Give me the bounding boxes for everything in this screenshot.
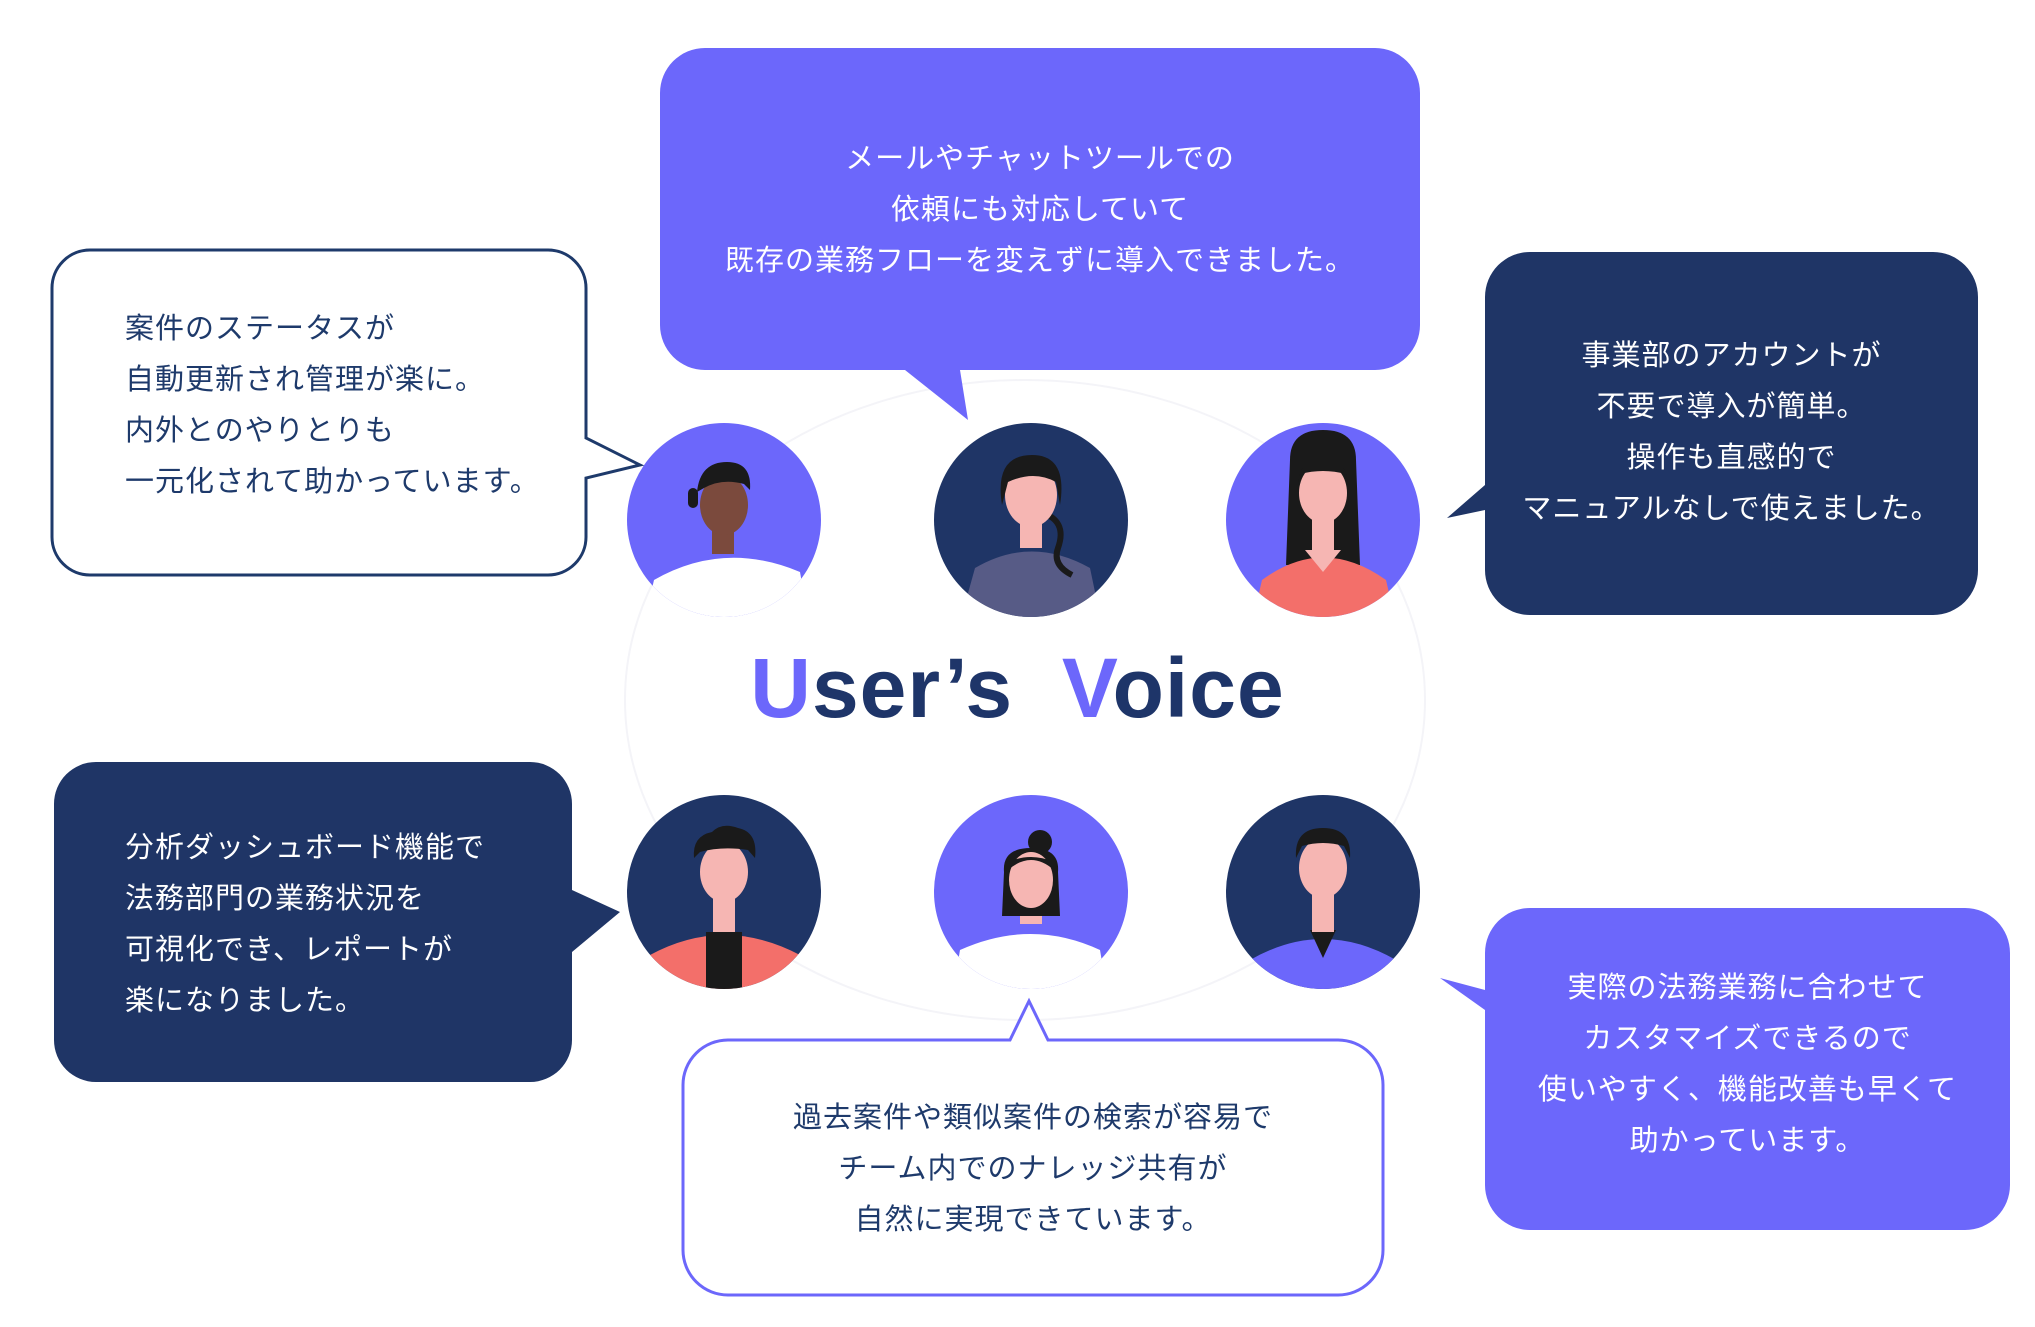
voice-line: 助かっています。 <box>1629 1123 1866 1157</box>
voice-top-center-text: メールやチャットツールでの 依頼にも対応していて 既存の業務フローを変えずに導入… <box>660 133 1420 286</box>
bubble-bottom-center <box>681 997 1385 1297</box>
voice-line: 使いやすく、機能改善も早くて <box>1537 1072 1958 1106</box>
bubble-top-left <box>50 248 645 577</box>
bubble-bottom-right <box>1440 908 2010 1230</box>
voice-line: マニュアルなしで使えました。 <box>1522 491 1941 525</box>
voice-line: 実際の法務業務に合わせて <box>1567 970 1928 1004</box>
title-user-rest: ser’s <box>811 641 1014 735</box>
voice-line: 不要で導入が簡単。 <box>1596 389 1867 423</box>
voice-line: 内外とのやりとりも <box>125 413 395 447</box>
avatar-man-coral-jacket <box>627 795 821 989</box>
voice-top-left-text: 案件のステータスが 自動更新され管理が楽に。 内外とのやりとりも 一元化されて助… <box>125 303 540 507</box>
voice-line: 過去案件や類似案件の検索が容易で <box>792 1100 1273 1134</box>
bubble-bottom-left <box>54 762 620 1082</box>
voice-line: 自動更新され管理が楽に。 <box>125 362 486 396</box>
voice-bottom-right-text: 実際の法務業務に合わせて カスタマイズできるので 使いやすく、機能改善も早くて … <box>1485 962 2010 1166</box>
voice-line: メールやチャットツールでの <box>845 141 1235 175</box>
voice-line: 依頼にも対応していて <box>890 192 1190 226</box>
voice-line: 自然に実現できています。 <box>854 1202 1212 1236</box>
voice-line: カスタマイズできるので <box>1583 1021 1912 1055</box>
avatar-man-blue-shirt <box>1226 795 1420 989</box>
voice-top-right-text: 事業部のアカウントが 不要で導入が簡単。 操作も直感的で マニュアルなしで使えま… <box>1485 330 1978 534</box>
avatar-woman-gray-top <box>934 423 1128 617</box>
voice-bottom-center-text: 過去案件や類似案件の検索が容易で チーム内でのナレッジ共有が 自然に実現できてい… <box>683 1092 1383 1245</box>
bubble-top-right <box>1447 252 1978 615</box>
title-voice-initial: V <box>1061 641 1113 735</box>
voice-bottom-left-text: 分析ダッシュボード機能で 法務部門の業務状況を 可視化でき、レポートが 楽になり… <box>125 822 485 1026</box>
title-user-initial: U <box>750 641 812 735</box>
voice-line: 楽になりました。 <box>125 983 366 1017</box>
title-voice-rest: oice <box>1112 641 1285 735</box>
avatar-woman-bun-white-top <box>934 795 1128 989</box>
voice-line: 操作も直感的で <box>1626 440 1837 474</box>
avatar-man-white-shirt <box>627 423 821 617</box>
voice-line: 分析ダッシュボード機能で <box>125 830 486 864</box>
voice-line: 法務部門の業務状況を <box>125 881 426 915</box>
voice-line: チーム内でのナレッジ共有が <box>838 1151 1228 1185</box>
voice-line: 事業部のアカウントが <box>1581 338 1882 372</box>
voice-line: 可視化でき、レポートが <box>125 932 453 966</box>
voice-line: 案件のステータスが <box>125 311 396 345</box>
voice-line: 一元化されて助かっています。 <box>125 464 540 498</box>
page-title: User’s Voice <box>0 640 2035 737</box>
bubble-top-center <box>660 48 1420 420</box>
voice-line: 既存の業務フローを変えずに導入できました。 <box>724 243 1355 277</box>
avatar-woman-coral-top <box>1226 423 1420 617</box>
